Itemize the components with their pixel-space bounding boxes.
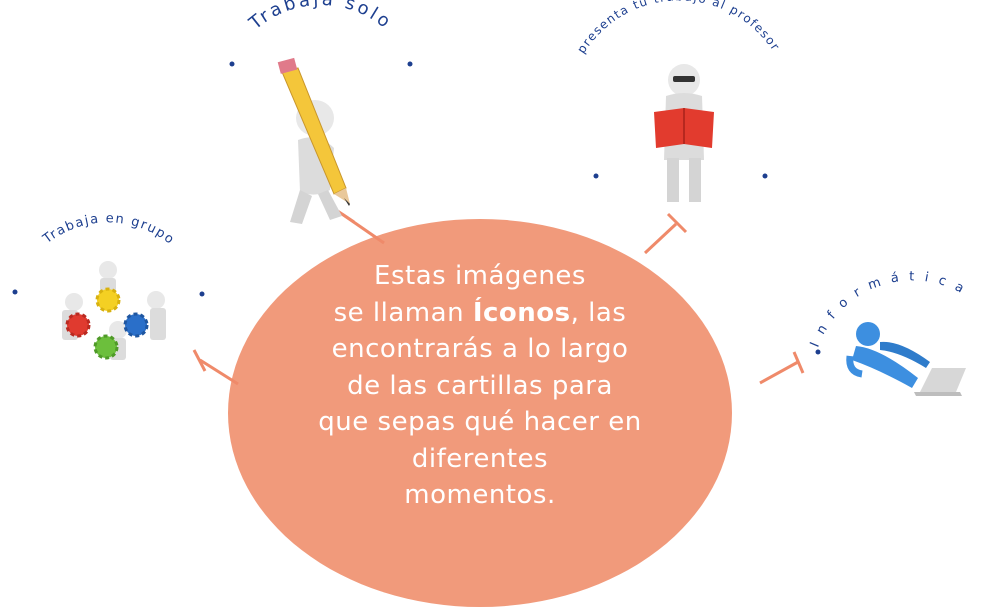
center-line-2-end: , las <box>570 297 627 328</box>
reading-figure-icon <box>654 64 714 202</box>
svg-text:Informática: Informática <box>808 269 975 349</box>
center-line-5: que sepas qué hacer en <box>318 407 642 437</box>
arc-text-grupo: Trabaja en grupo <box>40 211 176 248</box>
arc-text-profesor: presenta tu trabajo al profesor <box>574 0 781 56</box>
gears-team-icon <box>62 261 166 360</box>
iconos-bold: Íconos <box>472 297 571 328</box>
arc-text-solo: Trabaja solo <box>245 0 394 35</box>
center-line-1: Estas imágenes <box>374 261 586 291</box>
label-solo: Trabaja solo <box>229 0 413 67</box>
pencil-figure-icon <box>277 57 350 224</box>
connector-profesor <box>643 212 688 255</box>
center-bubble <box>228 219 732 607</box>
laptop-figure-icon <box>846 322 966 396</box>
center-line-2-start: se llaman <box>333 297 473 328</box>
center-line-7: momentos. <box>404 480 556 510</box>
center-line-2: se llaman Íconos, las <box>250 295 710 332</box>
svg-text:Trabaja solo: Trabaja solo <box>245 0 397 35</box>
center-line-6: diferentes <box>411 443 549 474</box>
connector-grupo <box>192 349 239 386</box>
arc-text-informatica: Informática <box>808 269 965 349</box>
svg-text:presenta tu trabajo al profeso: presenta tu trabajo al profesor <box>574 0 783 56</box>
center-text: Estas imágenes se llaman Íconos, las enc… <box>250 258 710 514</box>
connector-informatica <box>759 351 805 385</box>
center-line-4: de las cartillas para <box>347 370 613 401</box>
center-line-3: encontrarás a lo largo <box>331 334 629 364</box>
svg-text:Trabaja en grupo: Trabaja en grupo <box>40 211 178 248</box>
label-informatica: Informática <box>808 269 975 355</box>
